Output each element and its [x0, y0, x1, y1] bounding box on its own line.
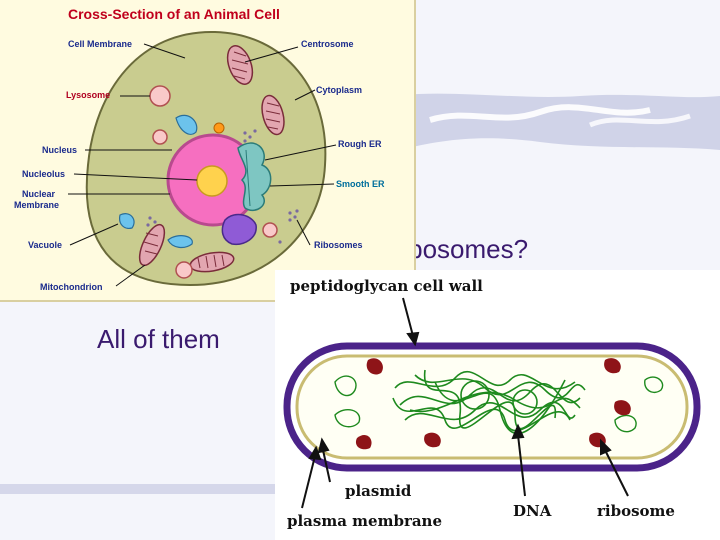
label-ribosome: ribosome — [597, 502, 675, 520]
answer-text: All of them — [97, 324, 220, 354]
label-nucleolus: Nucleolus — [22, 169, 65, 179]
plasmid-group — [334, 375, 664, 433]
label-vacuole: Vacuole — [28, 240, 62, 250]
label-nuclear-membrane-line1: Nuclear — [22, 189, 56, 199]
label-centrosome: Centrosome — [301, 39, 354, 49]
rough-er-shape — [237, 142, 272, 212]
animal-cell-diagram: Cross-Section of an Animal Cell — [0, 0, 416, 302]
mitochondria-group — [138, 45, 285, 273]
label-cytoplasm: Cytoplasm — [316, 85, 362, 95]
nucleolus-shape — [196, 165, 228, 197]
label-plasma-membrane: plasma membrane — [287, 512, 442, 530]
ribosome-dots — [146, 129, 299, 244]
lysosome-shape — [149, 85, 171, 107]
label-cell-membrane: Cell Membrane — [68, 39, 132, 49]
label-nuclear-membrane-line2: Membrane — [14, 200, 59, 210]
smooth-er-shape — [221, 213, 257, 246]
animal-cell-title: Cross-Section of an Animal Cell — [68, 6, 280, 22]
dna-tangle — [392, 369, 586, 435]
label-ribosomes: Ribosomes — [314, 240, 363, 250]
label-dna: DNA — [513, 502, 552, 520]
vacuole-shape — [175, 114, 198, 135]
plasma-membrane-shape — [295, 354, 689, 460]
label-smooth-er: Smooth ER — [336, 179, 385, 189]
label-mitochondrion: Mitochondrion — [40, 282, 103, 292]
label-lysosome: Lysosome — [66, 90, 110, 100]
bacterial-cell-diagram: peptidoglycan cell wall plasmid plasma m… — [275, 270, 720, 540]
label-cell-wall: peptidoglycan cell wall — [290, 277, 483, 295]
label-nucleus: Nucleus — [42, 145, 77, 155]
label-plasmid: plasmid — [345, 482, 412, 500]
label-rough-er: Rough ER — [338, 139, 382, 149]
centrosome-shape — [213, 122, 225, 134]
leader-lines — [68, 43, 337, 287]
bacterial-arrows — [301, 297, 629, 509]
